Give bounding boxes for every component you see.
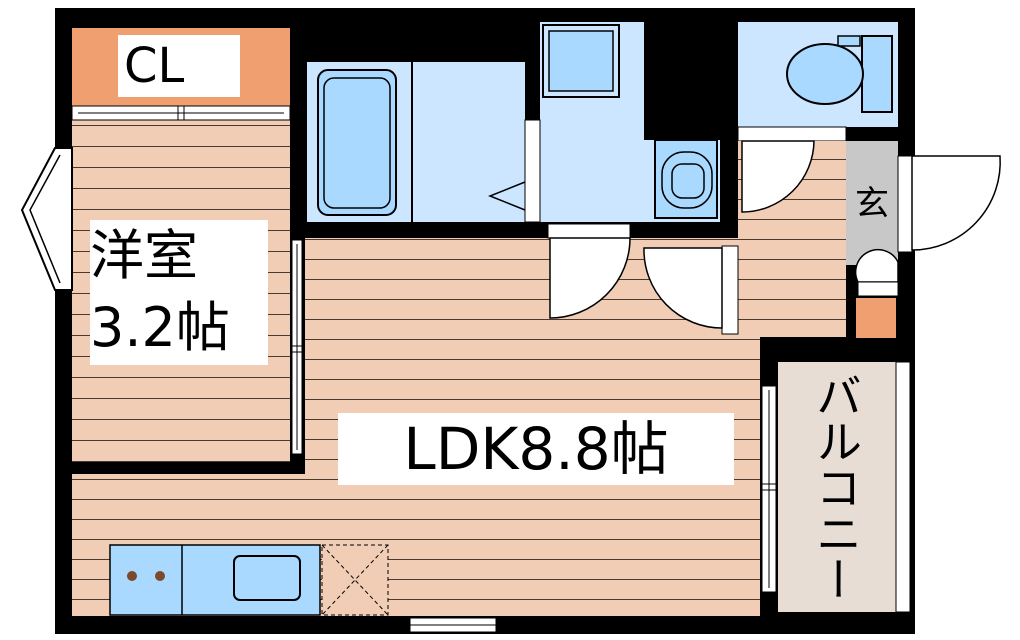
toilet-icon: [861, 35, 893, 113]
shoe-box-icon: [857, 281, 899, 297]
door-swing-icon: [549, 237, 631, 319]
bay-window: [20, 147, 73, 291]
ldk-label: LDK8.8帖: [338, 413, 734, 485]
western-room-size: 3.2帖: [90, 296, 230, 359]
western-room-name: 洋室: [90, 224, 198, 287]
stove-icon: [127, 571, 137, 581]
balcony: [778, 362, 896, 612]
western-room-label: 洋室 3.2帖: [90, 220, 268, 365]
sink-icon: [233, 555, 301, 601]
closet-label: CL: [118, 35, 240, 97]
balcony-label: バルコニー: [809, 372, 863, 602]
bath-door-swing: [487, 181, 526, 211]
front-door: [897, 155, 913, 253]
genkan-floor: [846, 141, 898, 265]
genkan-label: 玄: [855, 184, 889, 224]
